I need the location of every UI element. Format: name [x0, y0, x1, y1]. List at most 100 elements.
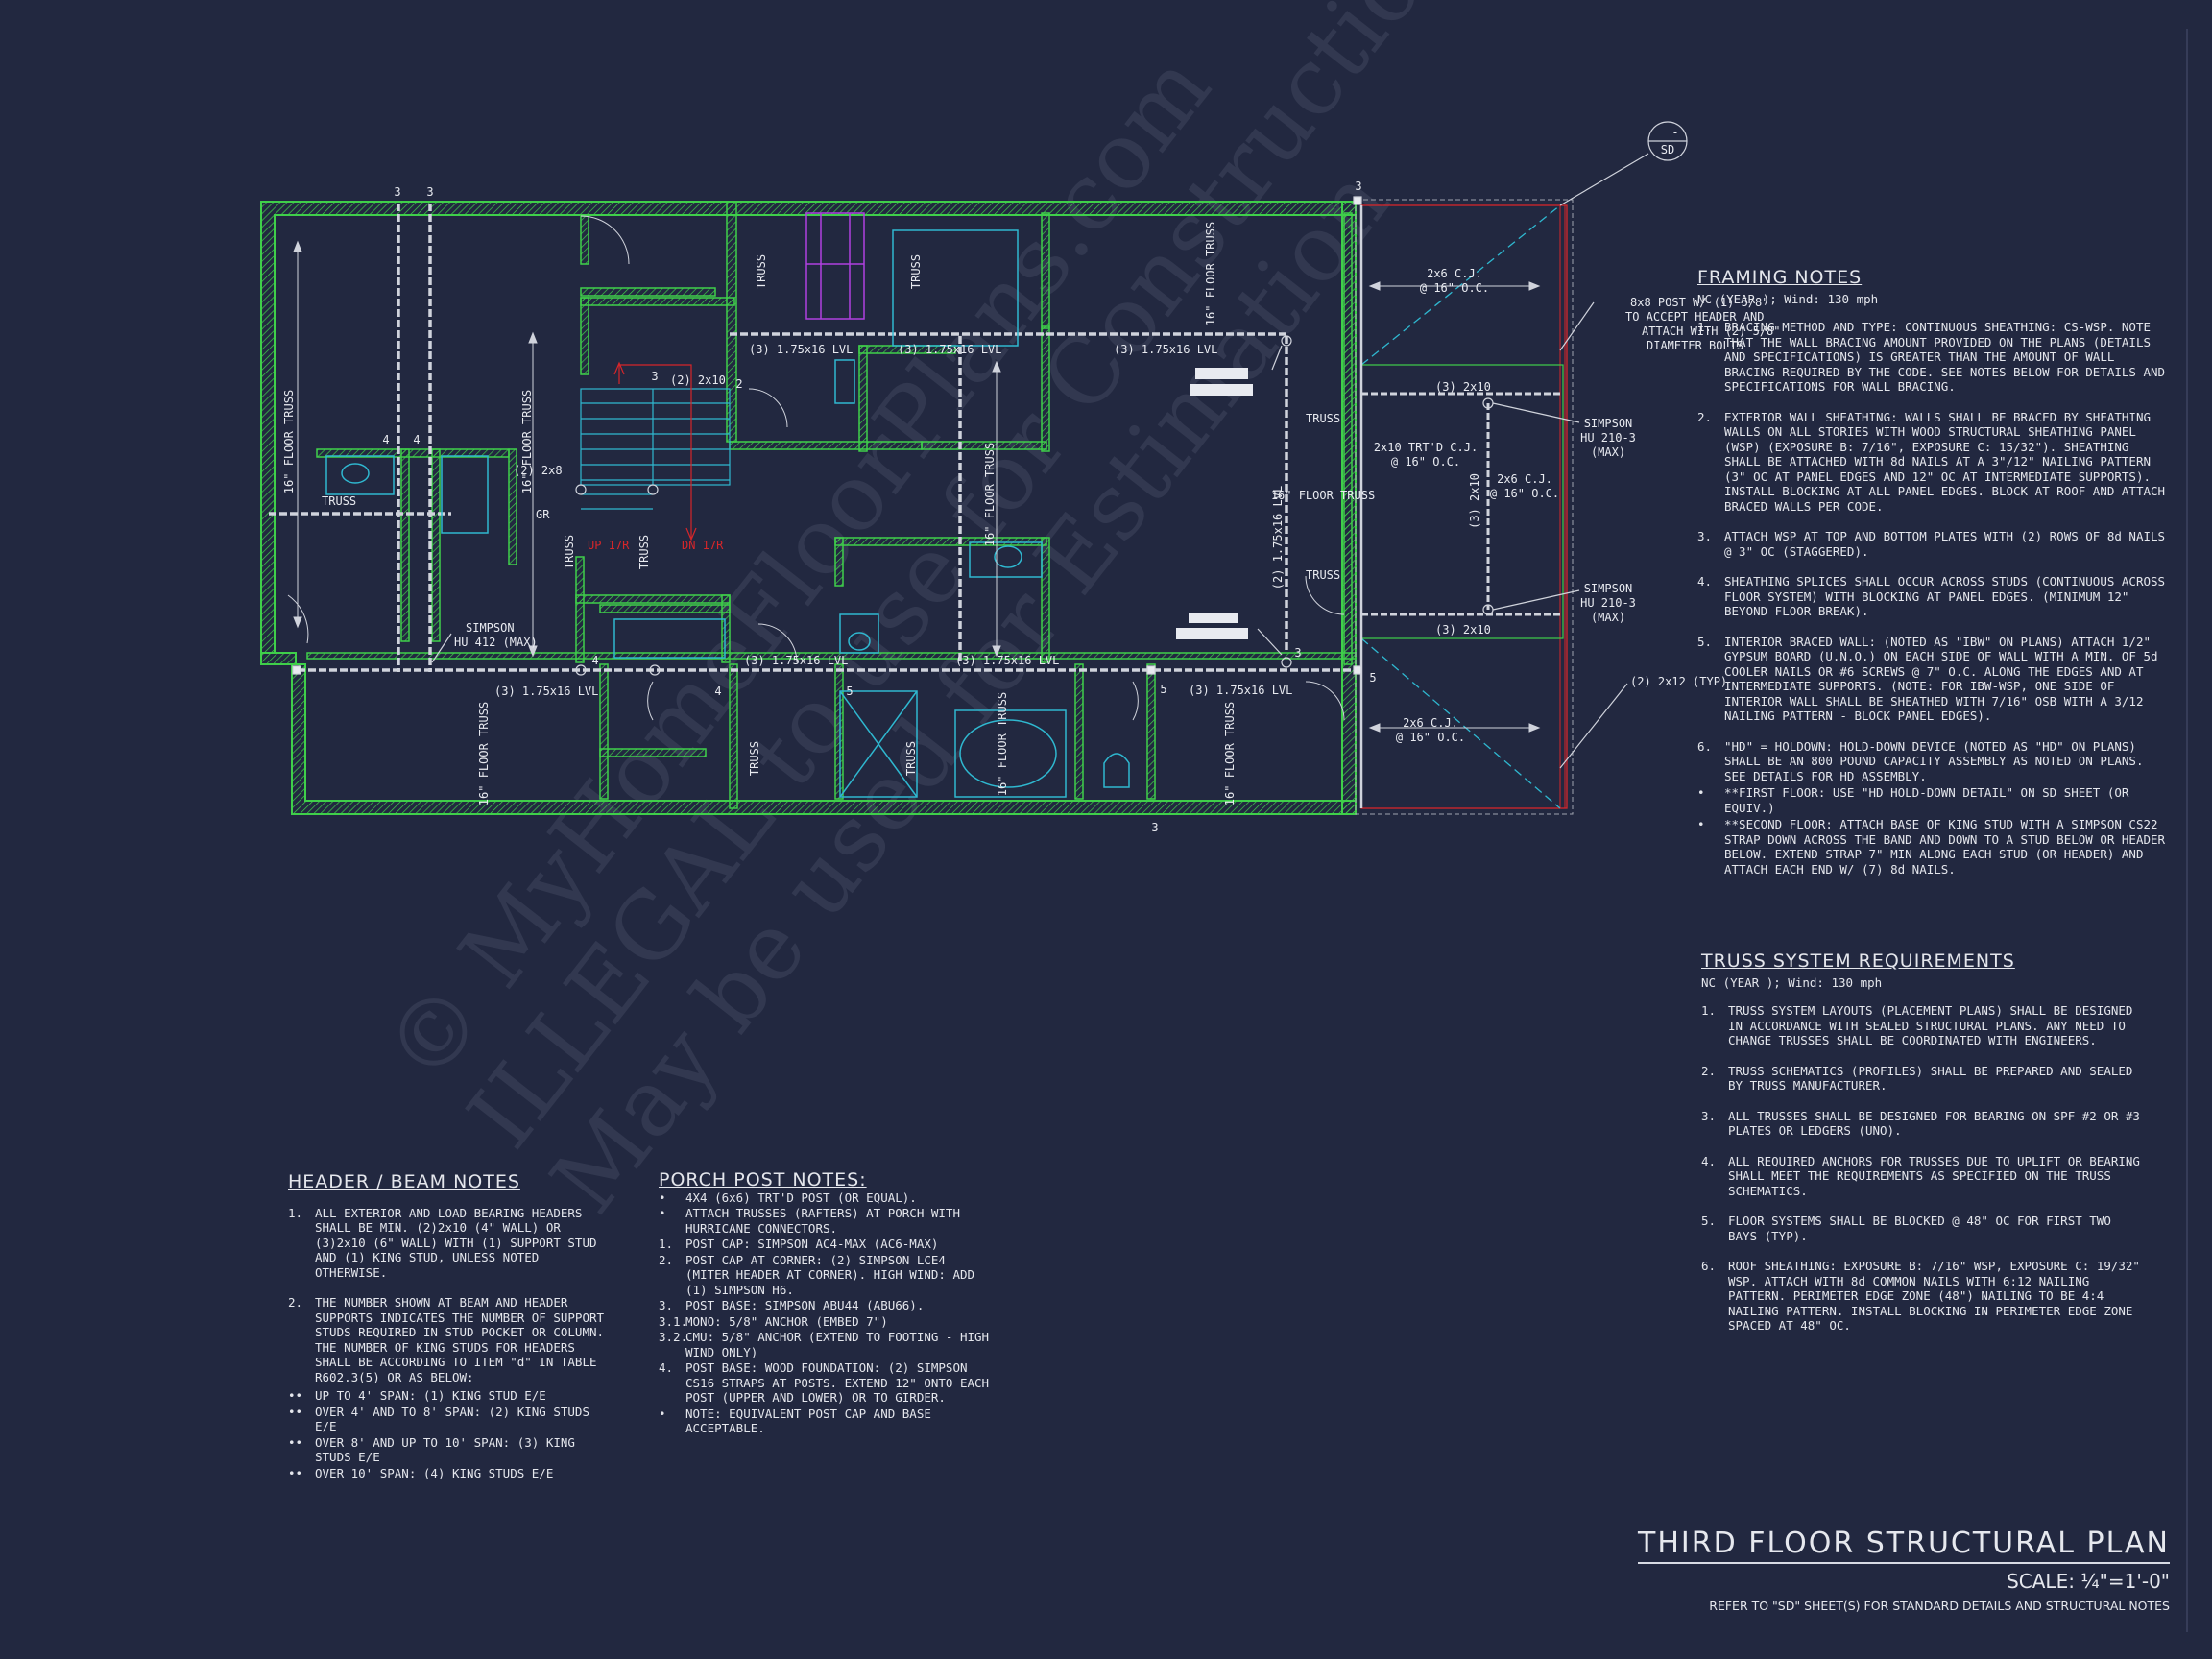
note-text: **SECOND FLOOR: ATTACH BASE OF KING STUD… [1724, 817, 2166, 877]
beam-label: (2) 1.75x16 LVL [1271, 486, 1285, 589]
stud-count: 4 [382, 433, 389, 446]
note-number: 3.2. [659, 1330, 688, 1344]
beam-label: (3) 1.75x16 LVL [898, 343, 1001, 356]
note-text: "HD" = HOLDOWN: HOLD-DOWN DEVICE (NOTED … [1724, 738, 2144, 783]
plan-title: THIRD FLOOR STRUCTURAL PLAN [1638, 1527, 2170, 1564]
truss-label: TRUSS [755, 254, 768, 289]
beam-lines [269, 204, 1354, 672]
grade-label: GR [536, 508, 550, 521]
note-item: 2. THE NUMBER SHOWN AT BEAM AND HEADER SU… [288, 1295, 605, 1384]
stud-count: 2 [735, 377, 742, 391]
note-item: 2.EXTERIOR WALL SHEATHING: WALLS SHALL B… [1697, 410, 2168, 515]
span-arrows [293, 240, 1541, 733]
note-number: • [1697, 817, 1705, 831]
post-label: 8x8 POST W/ (1) 5/8" [1630, 296, 1769, 309]
plan-labels: - SD (3) 1.75x16 LVL (3) 1.75x16 LVL (3)… [282, 126, 1781, 834]
truss-label: TRUSS [1306, 568, 1340, 582]
fixtures [325, 229, 1130, 798]
note-text: BRACING METHOD AND TYPE: CONTINUOUS SHEA… [1724, 320, 2166, 394]
note-number: •• [288, 1434, 303, 1450]
note-item: •• OVER 8' AND UP TO 10' SPAN: (3) KING S… [288, 1435, 605, 1465]
exterior-walls [260, 201, 1357, 815]
note-text: OVER 10' SPAN: (4) KING STUDS E/E [315, 1465, 554, 1480]
note-number: • [659, 1190, 666, 1205]
door-swings [287, 215, 1345, 721]
joist-label: @ 16" O.C. [1396, 731, 1465, 744]
truss-label: TRUSS [748, 741, 761, 776]
note-number: 5. [1701, 1214, 1717, 1228]
note-item: 6.ROOF SHEATHING: EXPOSURE B: 7/16" WSP,… [1701, 1259, 2143, 1334]
closet-magenta [805, 212, 865, 320]
tag-boxes [1176, 368, 1253, 639]
truss-label: 16" FLOOR TRUSS [282, 390, 296, 493]
note-number: 2. [288, 1295, 303, 1310]
beam-label: (3) 1.75x16 LVL [1114, 343, 1217, 356]
stud-count: 3 [426, 185, 433, 199]
note-number: 5. [1697, 634, 1713, 649]
note-item: •NOTE: EQUIVALENT POST CAP AND BASE ACCE… [659, 1407, 995, 1436]
note-text: ATTACH WSP AT TOP AND BOTTOM PLATES WITH… [1724, 529, 2166, 559]
note-number: 6. [1701, 1259, 1717, 1273]
note-text: THE NUMBER SHOWN AT BEAM AND HEADER SUPP… [315, 1295, 605, 1384]
note-item: 5.INTERIOR BRACED WALL: (NOTED AS "IBW" … [1697, 635, 2168, 724]
note-item: 3.POST BASE: SIMPSON ABU44 (ABU66). [659, 1298, 995, 1313]
rafter-label: (2) 2x12 (TYP) [1630, 675, 1727, 688]
hanger-label: SIMPSON [1584, 582, 1633, 595]
framing-notes: FRAMING NOTES NC (YEAR ); Wind: 130 mph … [1697, 269, 2168, 892]
hanger-label: HU 210-3 [1580, 596, 1636, 610]
note-text: MONO: 5/8" ANCHOR (EMBED 7") [685, 1313, 888, 1329]
note-number: 4. [659, 1360, 674, 1375]
note-item: 1.TRUSS SYSTEM LAYOUTS (PLACEMENT PLANS)… [1701, 1003, 2143, 1048]
stud-count: 4 [591, 654, 598, 667]
note-text: POST BASE: SIMPSON ABU44 (ABU66). [685, 1298, 925, 1312]
note-number: • [1697, 785, 1705, 800]
note-item: 2.TRUSS SCHEMATICS (PROFILES) SHALL BE P… [1701, 1064, 2143, 1094]
note-item: 4.ALL REQUIRED ANCHORS FOR TRUSSES DUE T… [1701, 1154, 2143, 1199]
note-text: OVER 8' AND UP TO 10' SPAN: (3) KING STU… [315, 1434, 575, 1465]
truss-label: 16" FLOOR TRUSS [996, 692, 1009, 796]
note-item: •**FIRST FLOOR: USE "HD HOLD-DOWN DETAIL… [1697, 785, 2168, 815]
note-text: ATTACH TRUSSES (RAFTERS) AT PORCH WITH H… [685, 1206, 960, 1236]
note-item: •• UP TO 4' SPAN: (1) KING STUD E/E [288, 1388, 605, 1404]
note-number: 6. [1697, 738, 1713, 754]
header-label: (3) 2x10 [1435, 623, 1491, 637]
note-number: •• [288, 1388, 303, 1403]
hanger-label: (MAX) [1591, 445, 1625, 459]
header-label: (2) 2x8 [514, 464, 563, 477]
note-item: 4.SHEATHING SPLICES SHALL OCCUR ACROSS S… [1697, 574, 2168, 619]
stud-count: 4 [714, 685, 721, 698]
joist-label: 2x6 C.J. [1427, 267, 1482, 280]
truss-label: TRUSS [563, 535, 576, 569]
truss-label: 16" FLOOR TRUSS [983, 443, 997, 546]
hanger-label: SIMPSON [1584, 417, 1633, 430]
stair [580, 361, 731, 541]
note-text: EXTERIOR WALL SHEATHING: WALLS SHALL BE … [1724, 409, 2166, 514]
truss-label: 16" FLOOR TRUSS [1223, 702, 1237, 805]
truss-label: 16" FLOOR TRUSS [1271, 489, 1375, 502]
note-text: TRUSS SCHEMATICS (PROFILES) SHALL BE PRE… [1728, 1063, 2133, 1094]
note-text: UP TO 4' SPAN: (1) KING STUD E/E [315, 1388, 546, 1403]
beam-label: (3) 1.75x16 LVL [744, 654, 848, 667]
note-number: •• [288, 1404, 303, 1419]
joist-label: @ 16" O.C. [1391, 455, 1460, 469]
note-number: 3.1. [659, 1313, 688, 1329]
note-item: •4X4 (6x6) TRT'D POST (OR EQUAL). [659, 1190, 995, 1206]
note-number: 3. [1697, 529, 1713, 543]
note-number: 1. [288, 1205, 303, 1220]
note-item: 5.FLOOR SYSTEMS SHALL BE BLOCKED @ 48" O… [1701, 1214, 2143, 1243]
post-label: ATTACH WITH (2) 5/8" [1642, 325, 1781, 338]
stud-count: 3 [651, 370, 658, 383]
beam-label: (3) 1.75x16 LVL [494, 685, 598, 698]
hanger-label: (MAX) [1591, 611, 1625, 624]
stud-count: 3 [1294, 646, 1301, 660]
note-number: 2. [659, 1252, 674, 1267]
joist-label: 2x10 TRT'D C.J. [1374, 441, 1478, 454]
note-number: 4. [1697, 574, 1713, 589]
hanger-label: SIMPSON [466, 621, 515, 635]
header-beam-notes-heading: HEADER / BEAM NOTES [288, 1171, 520, 1192]
plan-title-block: THIRD FLOOR STRUCTURAL PLAN SCALE: ¼"=1'… [1638, 1527, 2170, 1613]
note-text: TRUSS SYSTEM LAYOUTS (PLACEMENT PLANS) S… [1728, 1003, 2133, 1047]
note-item: • **SECOND FLOOR: ATTACH BASE OF KING STU… [1697, 817, 2168, 877]
detail-tag-bottom: SD [1661, 143, 1674, 156]
